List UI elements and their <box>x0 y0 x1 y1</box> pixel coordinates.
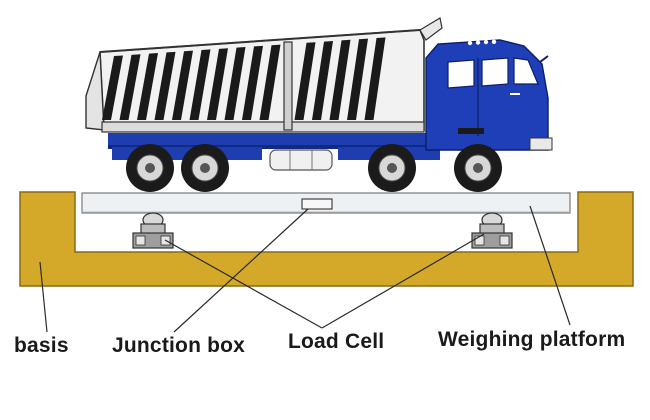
tipper-stripe <box>119 54 141 120</box>
tipper-stripe <box>312 41 333 120</box>
wheel <box>126 144 174 192</box>
tipper-stripe <box>329 39 351 120</box>
leader-lines <box>39 205 571 333</box>
wheel <box>181 144 229 192</box>
weighing-platform-label: Weighing platform <box>438 328 626 351</box>
basis-label: basis <box>14 334 69 357</box>
tipper-stripe <box>347 38 368 120</box>
tipper-body <box>85 17 443 133</box>
tipper-stripe <box>364 37 386 120</box>
tipper-stripe <box>259 44 281 120</box>
tipper-stripe <box>189 49 211 120</box>
load-cell-icon <box>132 212 174 249</box>
wheel <box>454 144 502 192</box>
tipper-stripe <box>102 55 123 120</box>
tipper-stripes <box>102 37 386 120</box>
tipper-stripe <box>242 45 263 120</box>
junction-box-label: Junction box <box>112 334 246 357</box>
junction-box-icon <box>301 198 333 210</box>
tipper-stripe <box>224 47 246 120</box>
wheel <box>368 144 416 192</box>
load-cell-label: Load Cell <box>288 330 385 353</box>
tipper-stripe <box>294 42 316 120</box>
dump-truck-icon <box>85 17 553 192</box>
truck-cab <box>425 39 553 151</box>
tipper-stripe <box>172 50 193 120</box>
tipper-stripe <box>137 53 158 120</box>
load-cell-icon <box>471 212 513 249</box>
tipper-stripe <box>154 51 176 120</box>
truck-chassis <box>108 133 438 147</box>
truck-wheels <box>126 144 502 192</box>
tipper-stripe <box>207 48 228 120</box>
